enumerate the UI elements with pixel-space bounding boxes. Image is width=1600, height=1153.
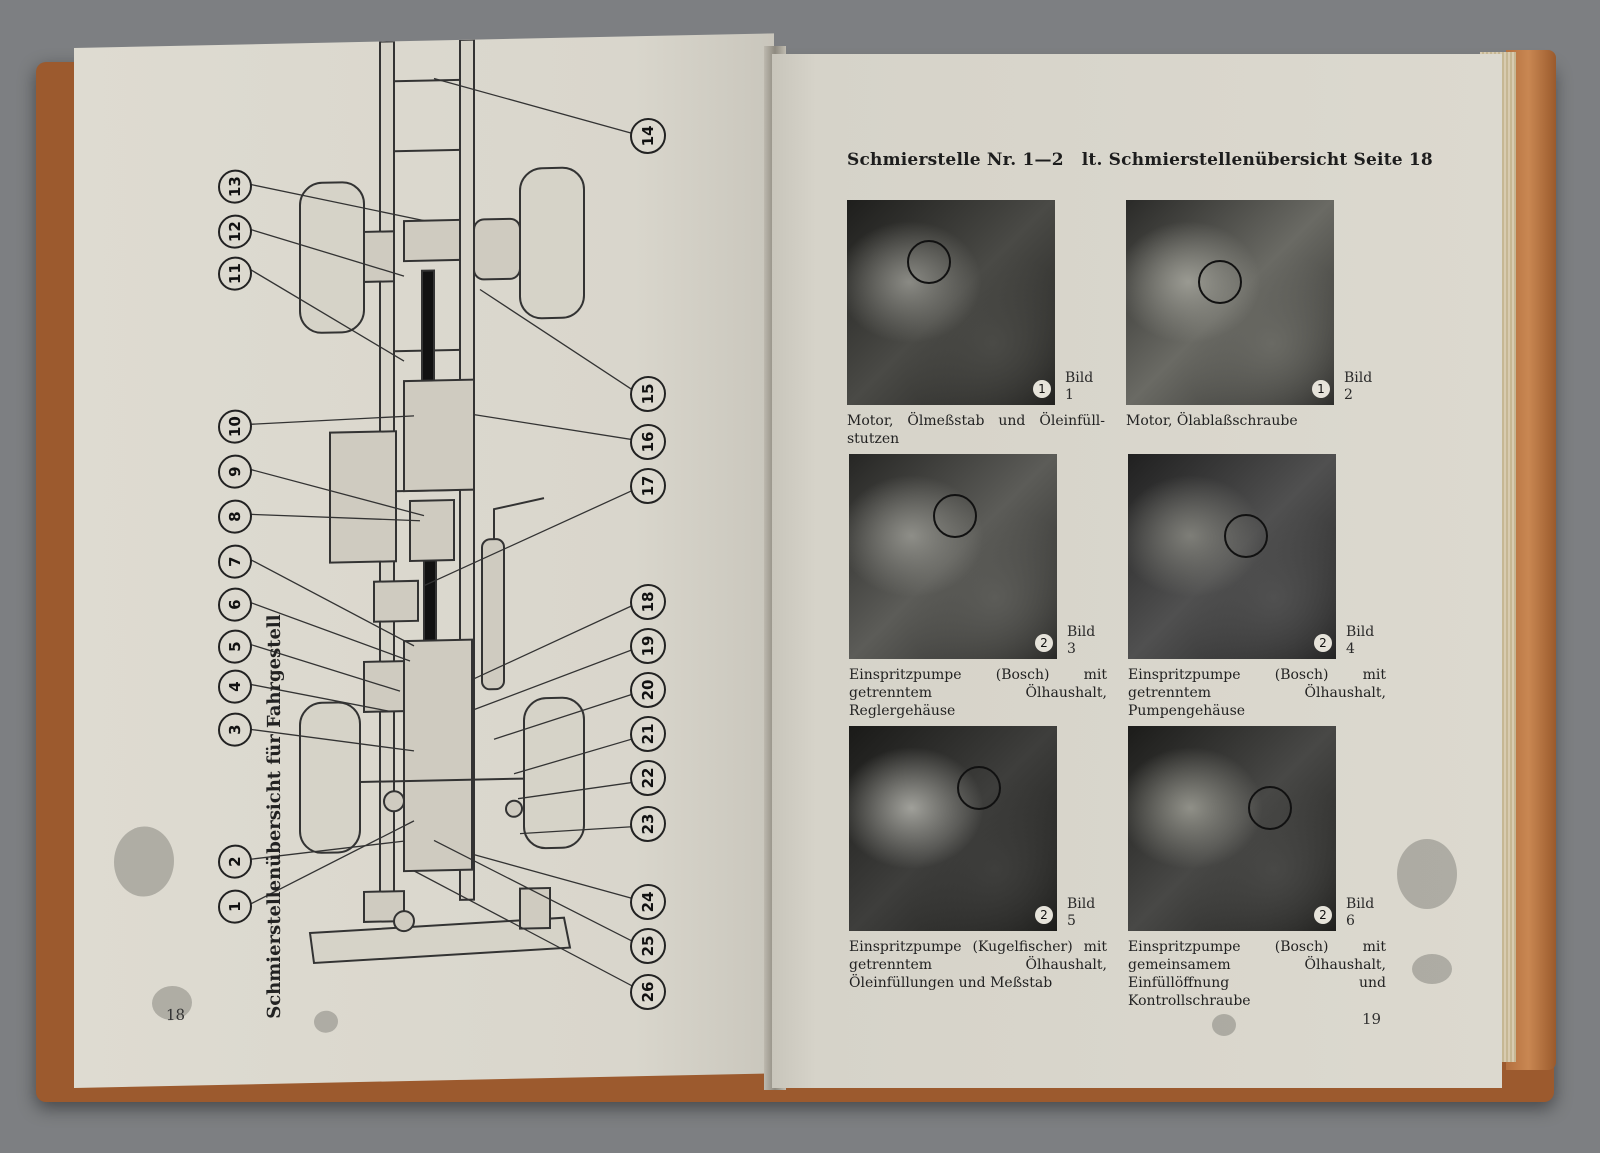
chassis-lubrication-diagram [249,38,643,992]
marker-circle [1198,260,1242,304]
figure-caption: Einspritzpumpe (Bosch) mit getrenntem Öl… [1128,667,1386,719]
point-number-badge: 2 [1035,906,1053,924]
diagram-title: Schmierstellenübersicht für Fahrgestell [264,614,285,1020]
figure-caption: Motor, Ölablaßschraube [1126,413,1298,429]
engine-photo: 1 [847,200,1055,405]
point-number-badge: 2 [1314,906,1332,924]
figure-caption: Motor, Ölmeßstab und Öleinfüll-stutzen [847,413,1105,447]
page-number-right: 19 [1362,1010,1382,1028]
point-number-badge: 1 [1033,380,1051,398]
section-header: Schmierstelle Nr. 1—2 lt. Schmierstellenü… [847,150,1433,170]
engine-photo: 1 [1126,200,1334,405]
figure-caption: Einspritzpumpe (Bosch) mit getrenntem Öl… [849,667,1107,719]
stain [1212,1014,1236,1036]
page-number-left: 18 [166,1005,186,1025]
point-number-badge: 2 [1035,634,1053,652]
stain [1412,954,1452,984]
right-page: Schmierstelle Nr. 1—2 lt. Schmierstellenü… [772,54,1502,1088]
marker-circle [1224,514,1268,558]
figure-caption: Einspritzpumpe (Bosch) mit gemeinsamem Ö… [1128,939,1386,1009]
section-header-number: Schmierstelle Nr. 1—2 [847,150,1064,170]
engine-photo: 2 [1128,726,1336,931]
section-header-reference: lt. Schmierstellenübersicht Seite 18 [1081,150,1433,170]
marker-circle [957,766,1001,810]
stain [1397,839,1457,909]
point-number-badge: 1 [1312,380,1330,398]
engine-photo: 2 [849,726,1057,931]
marker-circle [907,240,951,284]
engine-photo: 2 [849,454,1057,659]
engine-photo: 2 [1128,454,1336,659]
figure-caption: Einspritzpumpe (Kugelfischer) mit getren… [849,939,1107,991]
marker-circle [933,494,977,538]
marker-circle [1248,786,1292,830]
point-number-badge: 2 [1314,634,1332,652]
